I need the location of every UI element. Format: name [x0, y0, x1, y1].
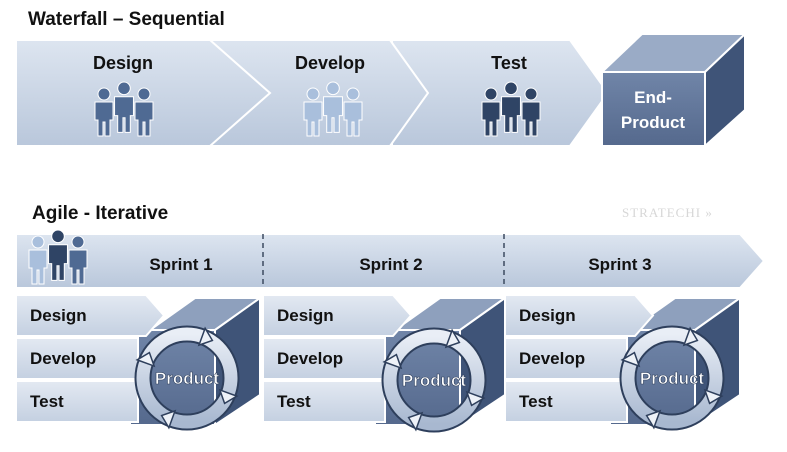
cycle-arrow-icon — [197, 326, 214, 347]
sprint-step-row — [504, 380, 628, 423]
sprint-step-row — [15, 294, 166, 337]
sprint-step-label: Develop — [30, 349, 96, 368]
cycle-ring — [621, 327, 723, 429]
sprint-step-label: Test — [519, 392, 553, 411]
agile-sprint-band — [15, 233, 766, 289]
cycle-ring — [383, 329, 485, 431]
team-people-icon — [94, 81, 154, 137]
person-icon — [323, 81, 343, 133]
sprint-step-label: Design — [277, 306, 334, 325]
cycle-arrow-icon — [620, 351, 641, 368]
sprint-label: Sprint 2 — [359, 255, 422, 274]
cycle-ring — [136, 327, 238, 429]
person-icon — [134, 87, 154, 137]
team-people-icon — [303, 81, 363, 137]
person-icon — [481, 87, 501, 137]
team-people-icon — [28, 229, 88, 285]
cycle-arrow-icon — [682, 326, 699, 347]
person-icon — [94, 87, 114, 137]
waterfall-stage-label: Develop — [295, 53, 365, 73]
sprint-blocks: DesignDevelopTestProductDesignDevelopTes… — [15, 294, 744, 433]
person-icon — [303, 87, 323, 137]
watermark-logo: STRATECHI » — [622, 205, 713, 220]
sprint-step-row — [262, 380, 386, 423]
cycle-arrow-icon — [135, 351, 156, 368]
cycle-arrow-icon — [218, 388, 239, 405]
person-icon — [68, 235, 88, 285]
end-product-label: End- — [634, 88, 672, 107]
person-icon — [501, 81, 521, 133]
cycle-arrow-icon — [407, 411, 424, 432]
waterfall-title: Waterfall – Sequential — [28, 9, 225, 30]
sprint-step-row — [504, 294, 655, 337]
person-icon — [28, 235, 48, 285]
team-people-icon — [481, 81, 541, 137]
agile-title: Agile - Iterative — [32, 203, 169, 224]
sprint-step-row — [15, 380, 139, 423]
sprint-step-label: Design — [519, 306, 576, 325]
end-product-label: Product — [621, 113, 686, 132]
waterfall-band — [15, 39, 610, 147]
product-label: Product — [155, 369, 220, 388]
sprint-step-label: Test — [277, 392, 311, 411]
end-product-cube: End- Product — [599, 31, 748, 149]
sprint-step-label: Test — [30, 392, 64, 411]
waterfall-stage-label: Design — [93, 53, 153, 73]
sprint-step-label: Design — [30, 306, 87, 325]
sprint-step-label: Develop — [277, 349, 343, 368]
waterfall-stage-label: Test — [491, 53, 527, 73]
person-icon — [48, 229, 68, 281]
cycle-arrow-icon — [645, 409, 662, 430]
cycle-arrow-icon — [703, 388, 724, 405]
person-icon — [114, 81, 134, 133]
sprint-label: Sprint 3 — [588, 255, 651, 274]
cycle-arrow-icon — [382, 353, 403, 370]
product-label: Product — [640, 369, 705, 388]
person-icon — [521, 87, 541, 137]
cycle-arrow-icon — [444, 328, 461, 349]
product-label: Product — [402, 371, 467, 390]
person-icon — [343, 87, 363, 137]
sprint-label: Sprint 1 — [149, 255, 212, 274]
sprint-step-label: Develop — [519, 349, 585, 368]
sprint-step-row — [262, 294, 413, 337]
cycle-arrow-icon — [465, 390, 486, 407]
cycle-arrow-icon — [160, 409, 177, 430]
